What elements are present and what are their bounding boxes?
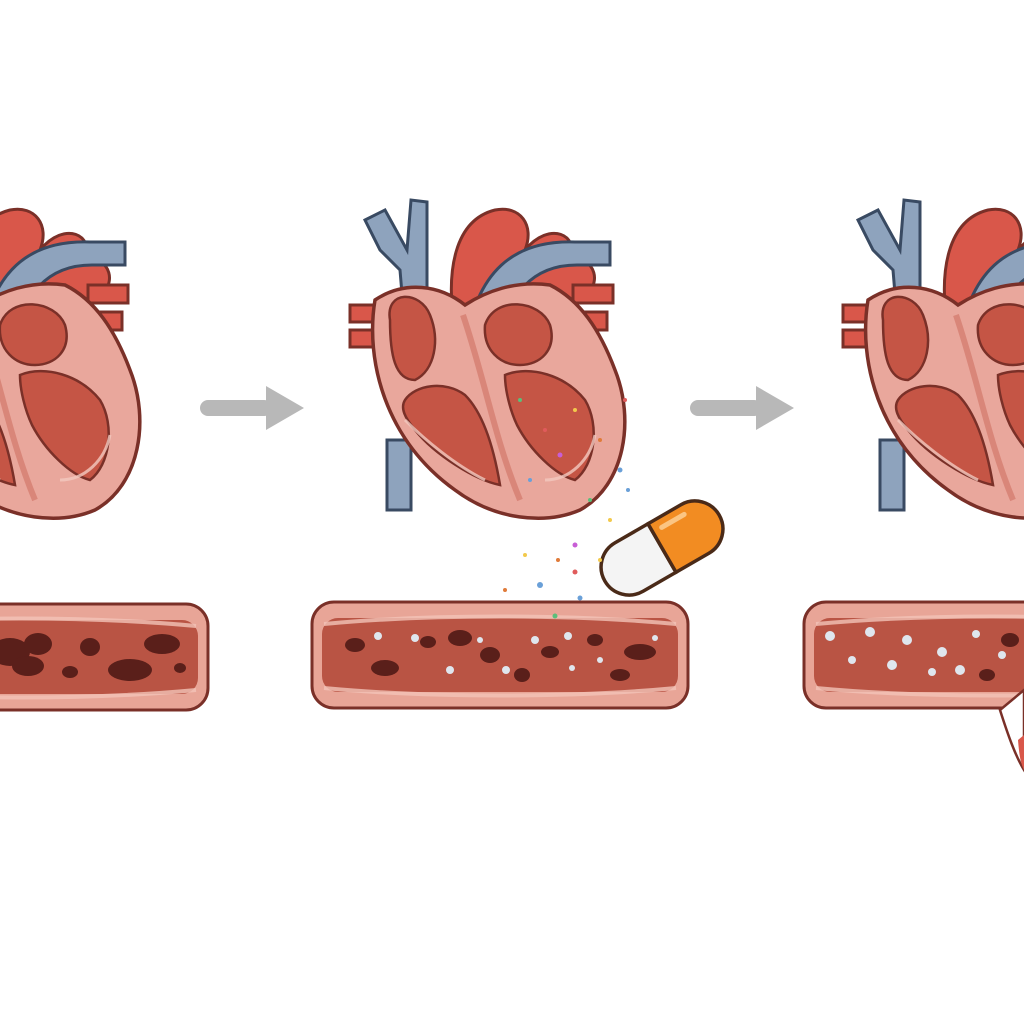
heart-treating [350, 200, 625, 518]
pill-capsule-icon [599, 499, 725, 597]
artery-clogged [0, 602, 210, 712]
medicine-particles [374, 632, 658, 674]
arrow-right-icon [200, 386, 304, 430]
artery-clearing [310, 600, 690, 710]
plaque-deposits [0, 633, 186, 681]
artery-cleared [802, 600, 1024, 710]
scattered-particles [503, 398, 630, 619]
heart-treated [843, 200, 1024, 518]
medicine-particles [825, 627, 1006, 676]
plaque-deposits [979, 633, 1019, 681]
arrow-right-icon [690, 386, 794, 430]
plaque-deposits [345, 630, 656, 682]
heart-untreated [0, 200, 140, 518]
